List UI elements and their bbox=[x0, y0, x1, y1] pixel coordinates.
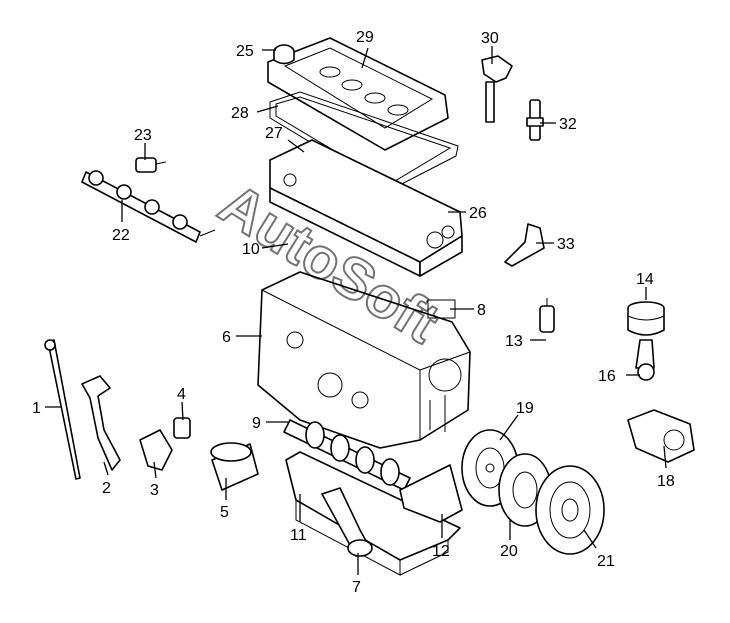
thermostat-housing bbox=[139, 429, 173, 471]
leader-lines bbox=[45, 46, 667, 575]
crank-position-sensor bbox=[539, 298, 555, 333]
engine-bracket bbox=[504, 223, 545, 267]
callout-21: 21 bbox=[597, 553, 615, 570]
callout-3: 3 bbox=[150, 482, 159, 499]
callout-5: 5 bbox=[220, 504, 229, 521]
callout-30: 30 bbox=[481, 30, 499, 47]
callout-labels: 1 2 3 4 5 6 7 8 9 10 11 12 13 14 16 18 1… bbox=[32, 29, 675, 596]
starter-motor bbox=[627, 409, 695, 463]
fuel-pressure-regulator bbox=[135, 157, 167, 173]
callout-14: 14 bbox=[636, 271, 654, 288]
callout-1: 1 bbox=[32, 400, 41, 417]
callout-10: 10 bbox=[242, 241, 260, 258]
dipstick bbox=[44, 339, 81, 480]
ignition-coil bbox=[481, 55, 513, 123]
block-cover-plate bbox=[427, 299, 456, 319]
valve-cover bbox=[267, 37, 449, 151]
callout-33: 33 bbox=[557, 236, 575, 253]
callout-23: 23 bbox=[134, 127, 152, 144]
oil-pan-gasket bbox=[399, 464, 463, 523]
callout-11: 11 bbox=[290, 527, 307, 544]
connecting-rod bbox=[635, 339, 655, 381]
callout-27: 27 bbox=[265, 125, 283, 142]
callout-25: 25 bbox=[236, 43, 254, 60]
callout-9: 9 bbox=[252, 415, 261, 432]
engine-block bbox=[257, 271, 471, 449]
temperature-sensor bbox=[173, 417, 191, 439]
callout-20: 20 bbox=[500, 543, 518, 560]
callout-2: 2 bbox=[102, 480, 111, 497]
valve-cover-gasket bbox=[269, 91, 459, 191]
pressure-plate bbox=[535, 465, 605, 555]
callout-19: 19 bbox=[516, 400, 534, 417]
callout-29: 29 bbox=[356, 29, 374, 46]
fuel-rail bbox=[81, 170, 216, 243]
callout-13: 13 bbox=[505, 333, 523, 350]
callout-18: 18 bbox=[657, 473, 675, 490]
piston bbox=[627, 301, 665, 336]
callout-8: 8 bbox=[477, 302, 486, 319]
callout-6: 6 bbox=[222, 329, 231, 346]
dipstick-tube bbox=[81, 375, 121, 471]
callout-32: 32 bbox=[559, 116, 577, 133]
callout-28: 28 bbox=[231, 105, 249, 122]
callout-4: 4 bbox=[177, 386, 186, 403]
oil-filter bbox=[210, 442, 259, 491]
crankshaft bbox=[283, 419, 411, 491]
callout-16: 16 bbox=[598, 368, 616, 385]
callout-12: 12 bbox=[432, 543, 450, 560]
oil-pickup-tube bbox=[321, 487, 373, 557]
spark-plug bbox=[526, 99, 544, 141]
cylinder-head bbox=[269, 139, 463, 277]
callout-26: 26 bbox=[469, 205, 487, 222]
callout-7: 7 bbox=[352, 579, 361, 596]
callout-22: 22 bbox=[112, 227, 130, 244]
oil-filler-cap bbox=[273, 44, 295, 65]
